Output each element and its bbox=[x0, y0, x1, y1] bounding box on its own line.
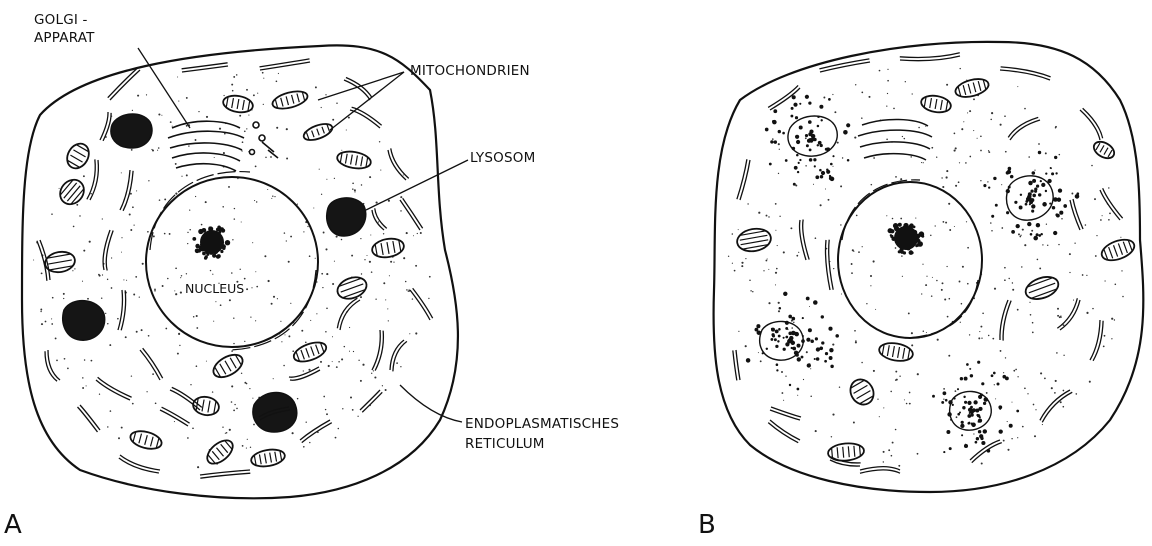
mitochondrion bbox=[63, 140, 93, 173]
mitochondrion bbox=[250, 447, 286, 469]
nucleus-a: NUCLEUS bbox=[146, 172, 318, 350]
mitochondrion bbox=[291, 339, 328, 366]
golgi-apparatus-a bbox=[168, 121, 278, 171]
er-label-line1: ENDOPLASMATISCHES bbox=[465, 416, 619, 432]
nucleus-label: NUCLEUS bbox=[185, 281, 244, 296]
cell-a: NUCLEUS bbox=[22, 45, 468, 498]
lysosome-label: LYSOSOM bbox=[470, 150, 535, 166]
cell-b bbox=[714, 42, 1144, 492]
mitochondrion bbox=[827, 442, 864, 462]
mitochondrion bbox=[302, 121, 335, 143]
nucleus-b bbox=[838, 180, 982, 338]
mitochondrion bbox=[1023, 273, 1062, 303]
panel-label-a: A bbox=[4, 510, 22, 540]
mitochondrion bbox=[128, 428, 163, 452]
mitochondrion bbox=[954, 76, 991, 100]
cytoplasm-stipple-b bbox=[728, 68, 1124, 467]
mitochondrion bbox=[371, 236, 406, 259]
mitochondrion bbox=[920, 94, 952, 115]
er-label-line2: RETICULUM bbox=[465, 436, 545, 452]
cytoplasm-stipple-a bbox=[33, 72, 431, 471]
cell-a-membrane bbox=[22, 45, 458, 498]
mitochondrion bbox=[1091, 138, 1117, 161]
mitochondrion bbox=[334, 273, 369, 302]
golgi-apparatus-b bbox=[858, 119, 932, 160]
mitochondrion bbox=[878, 341, 914, 364]
mitochondrion bbox=[210, 350, 247, 382]
mitochondria-label: MITOCHONDRIEN bbox=[410, 63, 530, 79]
mitochondrion bbox=[735, 226, 772, 254]
mitochondrion bbox=[336, 149, 372, 171]
nucleolus-a bbox=[192, 226, 230, 260]
mitochondrion bbox=[203, 436, 237, 468]
leader-lines-a bbox=[138, 48, 468, 422]
mitochondrion bbox=[271, 88, 310, 112]
mitochondrion bbox=[846, 375, 878, 409]
mitochondrion bbox=[1099, 236, 1137, 265]
particles-b bbox=[746, 95, 1079, 453]
vesicles-b bbox=[760, 116, 1053, 430]
endoplasmic-reticulum-a bbox=[37, 59, 433, 478]
panel-label-b: B bbox=[698, 510, 716, 540]
mitochondria-b bbox=[735, 76, 1137, 462]
golgi-label-line1: GOLGI - bbox=[34, 12, 88, 28]
golgi-label-line2: APPARAT bbox=[34, 30, 95, 46]
nucleolus-b bbox=[888, 223, 925, 255]
mitochondrion bbox=[222, 94, 254, 115]
mitochondrion bbox=[55, 175, 89, 209]
